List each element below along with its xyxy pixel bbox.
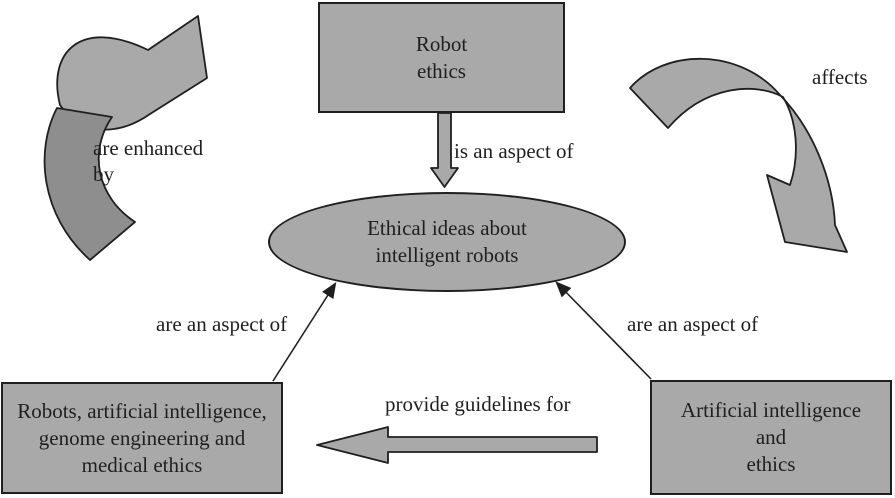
robots-ai-genome-medical-text: Robots, artificial intelligence, genome … bbox=[17, 398, 267, 477]
robot-ethics-box: Robot ethics bbox=[318, 2, 565, 113]
ai-ethics-text: Artificial intelligence and ethics bbox=[680, 398, 862, 476]
label-are-enhanced-by: are enhanced by bbox=[93, 136, 204, 186]
ai-ethics-box: Artificial intelligence and ethics bbox=[650, 380, 892, 495]
down-block-arrow bbox=[430, 112, 459, 188]
label-are-an-aspect-of-right: are an aspect of bbox=[627, 312, 759, 336]
ethical-ideas-text: Ethical ideas about intelligent robots bbox=[367, 216, 527, 267]
label-affects: affects bbox=[812, 65, 868, 89]
ethical-ideas-ellipse: Ethical ideas about intelligent robots bbox=[268, 192, 626, 292]
label-provide-guidelines-for: provide guidelines for bbox=[385, 392, 571, 416]
thin-arrow-left bbox=[272, 281, 337, 382]
thin-arrow-right bbox=[555, 281, 652, 380]
label-is-an-aspect-of: is an aspect of bbox=[454, 139, 574, 163]
robot-ethics-text: Robot ethics bbox=[415, 31, 468, 83]
right-curved-arrow bbox=[629, 57, 848, 253]
left-curved-arrow bbox=[43, 15, 208, 261]
left-block-arrow bbox=[316, 426, 598, 464]
robots-ai-genome-medical-box: Robots, artificial intelligence, genome … bbox=[1, 382, 283, 494]
label-are-an-aspect-of-left: are an aspect of bbox=[156, 312, 288, 336]
